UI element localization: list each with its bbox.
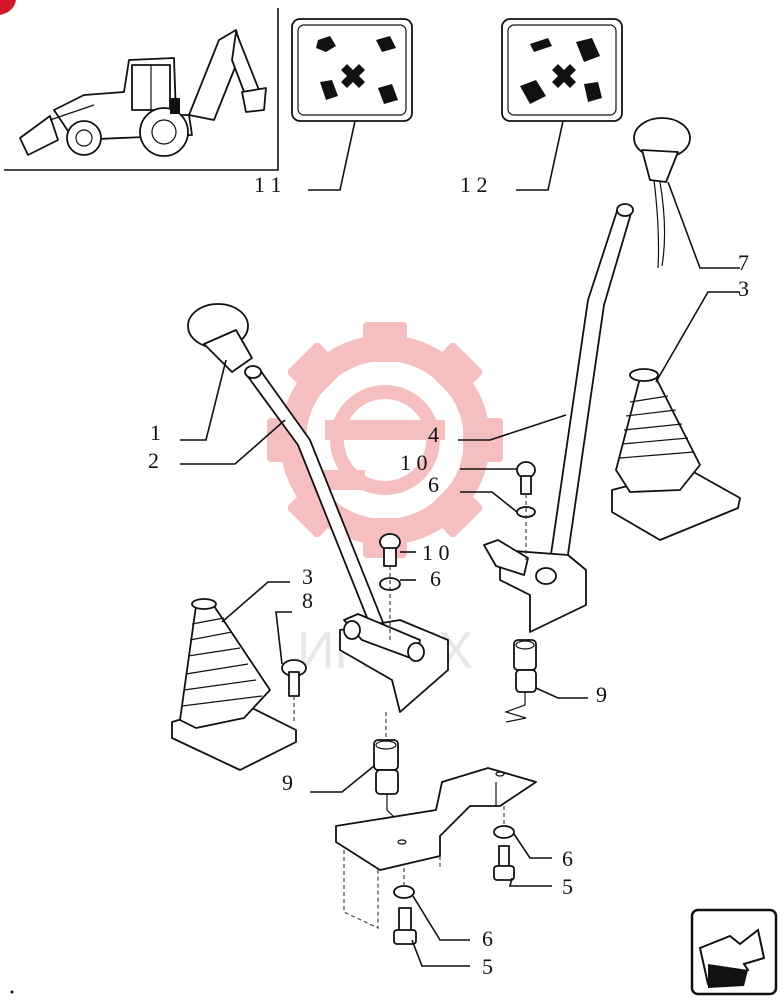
callout-6: 6	[430, 566, 441, 591]
callout-6: 6	[428, 472, 439, 497]
callout-6: 6	[562, 846, 573, 871]
callout-5: 5	[562, 874, 573, 899]
boot-right	[611, 368, 741, 541]
bracket-right	[483, 539, 587, 633]
callout-10: 1 0	[422, 540, 450, 565]
page-dot	[10, 990, 14, 994]
control-pattern-decal-icon	[520, 38, 602, 104]
callout-6: 6	[482, 926, 493, 951]
callout-3: 3	[302, 564, 313, 589]
knob-right	[633, 117, 691, 269]
next-page-arrow-icon[interactable]	[690, 908, 778, 996]
bolt-5-right	[493, 806, 515, 881]
backhoe-loader-icon	[19, 29, 267, 157]
machine-thumbnail	[4, 8, 279, 171]
callout-11: 1 1	[254, 172, 282, 197]
base-plate	[335, 767, 537, 929]
callout-8: 8	[302, 588, 313, 613]
bracket-left	[339, 613, 449, 713]
lever-right	[547, 203, 634, 576]
bolt-5-left	[393, 868, 417, 945]
control-pattern-decal-icon	[316, 36, 398, 104]
decal-right	[501, 18, 623, 122]
callout-9: 9	[282, 770, 293, 795]
corner-badge	[0, 0, 16, 15]
decal-left	[291, 18, 413, 122]
callout-7: 7	[738, 250, 749, 275]
callout-4: 4	[428, 422, 439, 447]
u-joint-left	[373, 712, 399, 795]
callout-1: 1	[150, 420, 161, 445]
knob-left	[187, 303, 253, 373]
boot-left	[171, 598, 297, 771]
callout-3: 3	[738, 276, 749, 301]
callout-9: 9	[596, 682, 607, 707]
bolt-10-right	[516, 461, 536, 560]
bolt-8	[281, 659, 307, 724]
callout-12: 1 2	[460, 172, 488, 197]
callout-2: 2	[148, 448, 159, 473]
callout-10: 1 0	[400, 450, 428, 475]
bolt-10-left	[379, 533, 401, 640]
callout-5: 5	[482, 954, 493, 979]
u-joint-right	[513, 639, 537, 693]
